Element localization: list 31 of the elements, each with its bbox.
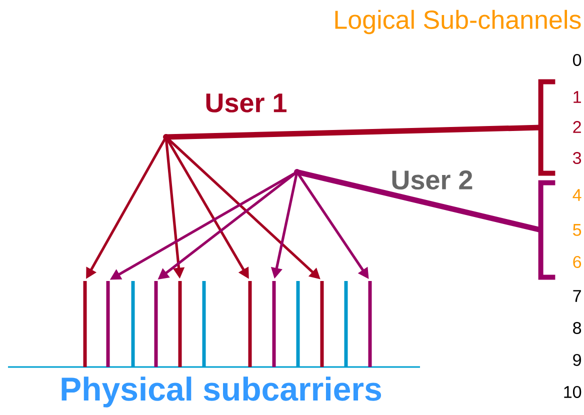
subcarrier-bar <box>178 281 182 367</box>
channel-number: 6 <box>573 256 582 268</box>
channel-number: 4 <box>572 189 582 201</box>
subcarrier-bar <box>106 281 110 367</box>
subcarrier-bar <box>131 281 135 367</box>
axis-title: Physical subcarriers <box>62 376 382 408</box>
bracket <box>538 180 556 280</box>
subcarrier-bar <box>154 281 158 367</box>
channel-number: 9 <box>573 354 581 366</box>
channel-number: 0 <box>573 54 582 66</box>
channel-number: 5 <box>573 224 582 236</box>
subcarrier-bar <box>320 281 324 367</box>
channel-number: 7 <box>573 290 581 302</box>
subcarrier-bar <box>368 281 372 367</box>
channel-number: 8 <box>573 322 582 334</box>
bracket <box>538 79 556 176</box>
subcarrier-bar <box>344 281 348 367</box>
channel-number: 2 <box>573 121 581 133</box>
connector-line <box>296 169 542 233</box>
subcarrier-bar <box>248 281 252 367</box>
channel-number: 10 <box>564 386 582 398</box>
subcarrier-bar <box>272 281 276 367</box>
subcarrier-bar <box>296 281 300 367</box>
channel-number: 1 <box>574 91 581 103</box>
connector-line <box>166 124 541 140</box>
column-heading: Logical Sub-channels <box>335 10 581 34</box>
user-label: User 1 <box>206 94 286 112</box>
user-label: User 2 <box>392 170 472 190</box>
subcarrier-bar <box>83 281 87 367</box>
subcarrier-bar <box>202 281 206 367</box>
channel-number: 3 <box>572 152 582 164</box>
